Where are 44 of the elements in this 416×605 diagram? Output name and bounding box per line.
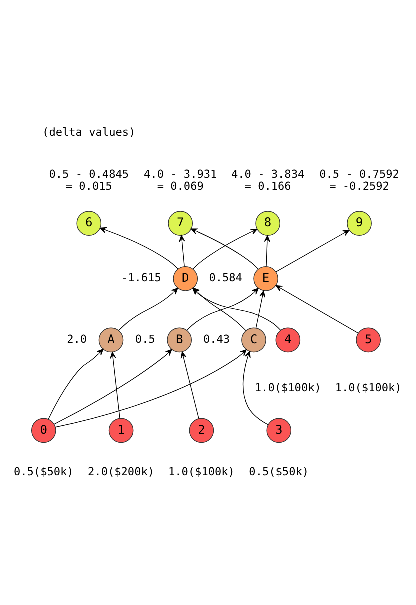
arrow <box>110 351 120 418</box>
node-label: 0.5 - 0.7592 = -0.2592 <box>320 168 400 193</box>
node-label: 0.584 <box>209 271 242 284</box>
arrow <box>180 351 200 419</box>
node-circle: 9 <box>347 210 372 236</box>
node-circle: 3 <box>266 418 292 443</box>
node-circle: 7 <box>168 210 194 236</box>
node-label: 0.5($50k) <box>249 465 310 478</box>
arrow <box>276 230 350 272</box>
arrow <box>48 348 104 420</box>
arrow <box>243 350 269 425</box>
node-label: 0.5($50k) <box>14 465 74 478</box>
node-circle: E <box>254 266 278 291</box>
node-label: 4.0 - 3.834 = 0.166 <box>231 168 305 193</box>
node-label: 0.43 <box>203 332 230 346</box>
node-label: 2.0 <box>67 332 88 346</box>
arrow <box>276 284 359 334</box>
arrow <box>179 234 186 267</box>
node-label: 2.0($200k) <box>88 465 155 478</box>
node-circle: 5 <box>356 327 381 352</box>
node-circle: D <box>173 266 198 291</box>
node-circle: 6 <box>76 210 102 236</box>
arrow <box>264 235 270 266</box>
node-label: 0.5 - 0.4845 = 0.015 <box>49 168 130 193</box>
node-label: 0.5 <box>135 332 156 346</box>
arrow <box>100 226 179 270</box>
arrow <box>54 348 172 424</box>
node-circle: 2 <box>189 418 214 443</box>
node-circle: C <box>242 327 266 352</box>
label: (delta values) <box>42 125 136 138</box>
node-circle: B <box>167 327 192 352</box>
node-label: 4.0 - 3.931 = 0.069 <box>144 168 218 193</box>
node-circle: 0 <box>31 418 56 443</box>
arrow <box>256 290 266 328</box>
node-circle: 4 <box>276 327 301 352</box>
node-label: 1.0($100k) <box>168 465 235 478</box>
node-circle: 1 <box>108 418 134 443</box>
node-label: -1.615 <box>121 271 162 284</box>
node-label: 1.0($100k) <box>254 380 322 394</box>
node-circle: A <box>98 327 124 352</box>
arrow <box>55 349 247 428</box>
arrow <box>118 287 178 331</box>
node-label: 1.0($100k) <box>335 380 402 394</box>
node-circle: 8 <box>256 210 280 236</box>
